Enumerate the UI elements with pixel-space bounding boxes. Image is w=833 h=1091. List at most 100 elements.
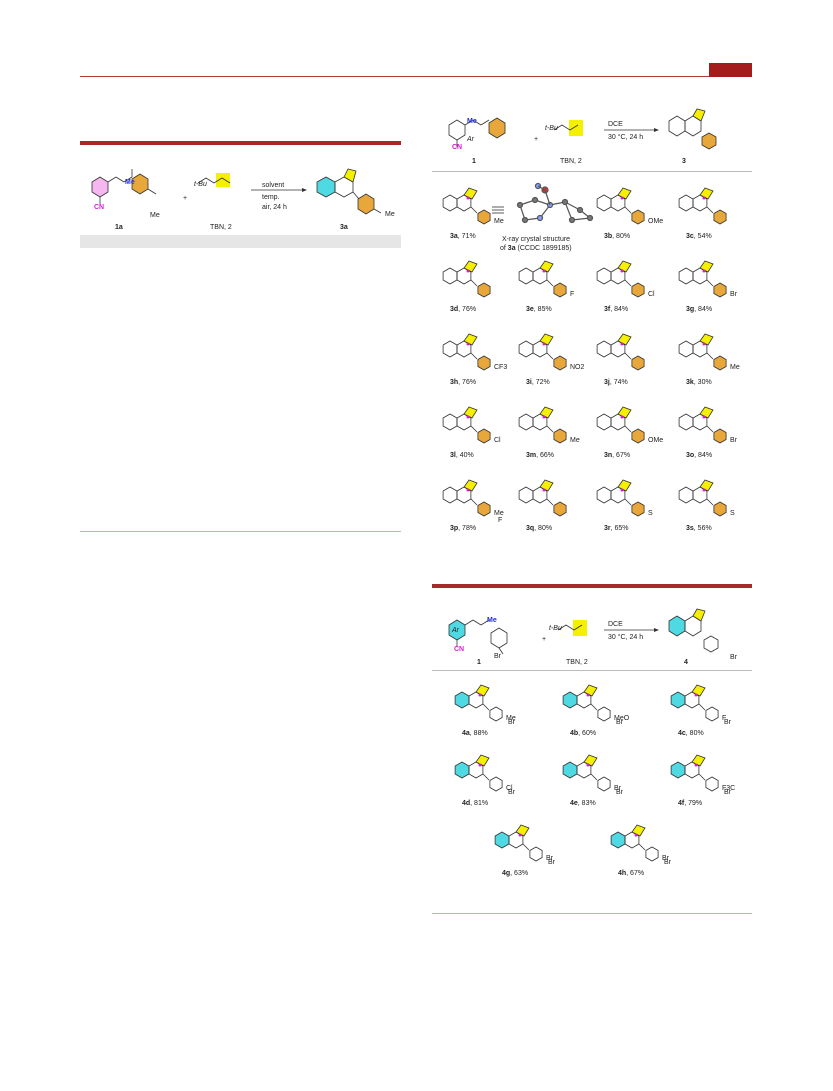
- substituent-3e: F: [570, 291, 575, 298]
- substituent-3o: Br: [730, 437, 737, 444]
- aryl-br-4a: Br: [508, 719, 515, 726]
- xray-structure-graphic: [492, 182, 594, 224]
- substituent-4a: Me: [506, 715, 516, 722]
- substituent-4b: MeO: [614, 715, 630, 722]
- product-structure-3r: [596, 479, 645, 517]
- product-structure-3q: [518, 479, 567, 517]
- scheme3-top-rule: [432, 584, 752, 588]
- product-label-3d: 3d, 76%: [450, 306, 477, 313]
- substituent-4f: F3C: [722, 785, 736, 792]
- aryl-br-4h: Br: [664, 859, 671, 866]
- product-label-3i: 3i, 72%: [526, 379, 550, 386]
- product-label-3j: 3j, 74%: [604, 379, 628, 386]
- substituent-3l: Cl: [494, 437, 501, 444]
- scheme2-reagent-label: 1: [472, 158, 476, 165]
- scheme2-arrow-below: 30 °C, 24 h: [608, 134, 644, 141]
- scheme1-me-product: Me: [385, 211, 395, 218]
- product-structure-3b: [596, 187, 645, 225]
- scheme1-me-top: Me: [125, 179, 135, 186]
- xray-caption-line2: of 3a (CCDC 1899185): [500, 245, 572, 252]
- product-structure-3a: [442, 187, 491, 225]
- substituent-3a: Me: [494, 218, 504, 225]
- product-label-3o: 3o, 84%: [686, 452, 713, 459]
- scheme1-me-aryl: Me: [150, 212, 160, 219]
- product-structure-3h: [442, 333, 491, 371]
- product-label-3b: 3b, 80%: [604, 233, 631, 240]
- header-rule: [80, 76, 752, 77]
- left-column-bottom-rule: [80, 531, 401, 532]
- product-structure-3g: [678, 260, 727, 298]
- scheme2-cn: CN: [452, 144, 463, 151]
- product-label-3f: 3f, 84%: [604, 306, 629, 313]
- product-label-3r: 3r, 65%: [604, 525, 629, 532]
- substituent-3p-f: F: [498, 517, 503, 524]
- product-structure-4b: [562, 684, 611, 722]
- product-label-4g: 4g, 63%: [502, 870, 529, 877]
- product-structure-4f: [670, 754, 719, 792]
- product-structure-3o: [678, 406, 727, 444]
- product-label-4d: 4d, 81%: [462, 800, 489, 807]
- scheme2-divider: [432, 171, 752, 172]
- scheme3-br-reagent: Br: [494, 653, 501, 660]
- product-structure-4g: [494, 824, 543, 862]
- scheme1-arrow-below2: air, 24 h: [262, 204, 287, 211]
- product-structure-3m: [518, 406, 567, 444]
- scheme2-tbu: t-Bu: [545, 125, 558, 132]
- scheme1-graphic: [91, 168, 382, 215]
- product-structure-3n: [596, 406, 645, 444]
- scheme1-cn: CN: [94, 204, 105, 211]
- scheme3-me: Me: [487, 617, 497, 624]
- scheme3-header-graphic: [448, 608, 719, 655]
- substituent-4c: F: [722, 715, 727, 722]
- scheme2-tbn-label: TBN, 2: [560, 158, 582, 165]
- substituent-3i: NO2: [570, 364, 585, 371]
- product-label-3g: 3g, 84%: [686, 306, 713, 313]
- aryl-br-4b: Br: [616, 719, 623, 726]
- scheme3-arrow-below: 30 °C, 24 h: [608, 634, 644, 641]
- product-structure-3s: [678, 479, 727, 517]
- product-structure-3d: [442, 260, 491, 298]
- product-label-3k: 3k, 30%: [686, 379, 712, 386]
- product-label-3s: 3s, 56%: [686, 525, 712, 532]
- scheme2-arrow-above: DCE: [608, 121, 623, 128]
- product-structure-3l: [442, 406, 491, 444]
- scheme2-product-label: 3: [682, 158, 686, 165]
- scheme3-plus: +: [542, 636, 547, 643]
- product-structure-3f: [596, 260, 645, 298]
- product-label-3q: 3q, 80%: [526, 525, 553, 532]
- product-structure-3j: [596, 333, 645, 371]
- scheme1-table-header-bar: [80, 235, 401, 248]
- product-label-3p: 3p, 78%: [450, 525, 477, 532]
- xray-caption-line1: X-ray crystal structure: [502, 236, 571, 243]
- substituent-3n: OMe: [648, 437, 664, 444]
- product-structure-4h: [610, 824, 659, 862]
- scheme3-divider: [432, 670, 752, 671]
- product-structure-4a: [454, 684, 503, 722]
- scheme3-br-product: Br: [730, 654, 737, 661]
- product-label-3l: 3l, 40%: [450, 452, 474, 459]
- product-label-3n: 3n, 67%: [604, 452, 631, 459]
- scheme1-reagent-label: 1a: [115, 224, 123, 231]
- aryl-br-4d: Br: [508, 789, 515, 796]
- scheme3-tbn-label: TBN, 2: [566, 659, 588, 666]
- product-label-3h: 3h, 76%: [450, 379, 477, 386]
- scheme1-arrow-below1: temp.: [262, 194, 280, 201]
- scheme2-me: Me: [467, 118, 477, 125]
- product-structure-4c: [670, 684, 719, 722]
- substituent-3m: Me: [570, 437, 580, 444]
- substituent-4h: Br: [662, 855, 669, 862]
- scheme1-arrow-above: solvent: [262, 182, 285, 189]
- substituent-3b: OMe: [648, 218, 664, 225]
- scheme3-ar: Ar: [452, 627, 459, 634]
- product-label-3a: 3a, 71%: [450, 233, 476, 240]
- scheme3-reagent-label: 1: [477, 659, 481, 666]
- scheme1-tbn-label: TBN, 2: [210, 224, 232, 231]
- product-structure-3i: [518, 333, 567, 371]
- substituent-3s: S: [730, 510, 735, 517]
- scheme3-arrow-above: DCE: [608, 621, 623, 628]
- product-structure-3c: [678, 187, 727, 225]
- scheme2-header-graphic: [448, 108, 717, 150]
- product-label-4f: 4f, 79%: [678, 800, 703, 807]
- scheme2-ar: Ar: [467, 136, 474, 143]
- product-label-4b: 4b, 60%: [570, 730, 597, 737]
